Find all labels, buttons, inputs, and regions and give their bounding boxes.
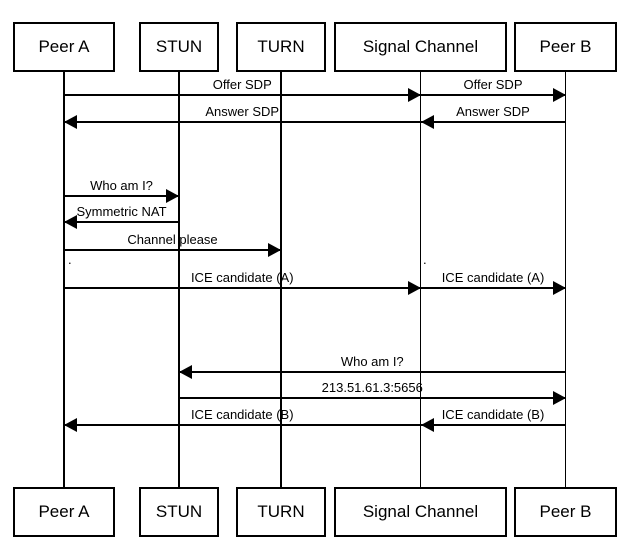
- arrowhead-icon-11: [420, 418, 434, 432]
- actor-label-stun-bottom: STUN: [155, 502, 203, 521]
- message-line-0: [64, 94, 421, 96]
- message-label-8: ICE candidate (A): [441, 270, 545, 285]
- message-line-4: [64, 195, 179, 197]
- actor-label-turn-top: TURN: [257, 37, 305, 56]
- message-line-5: [64, 221, 179, 223]
- lifeline-peer-a: [63, 72, 65, 487]
- message-label-1: Offer SDP: [463, 77, 523, 92]
- message-line-6: [64, 249, 281, 251]
- actor-box-signal-top: Signal Channel: [334, 22, 507, 72]
- message-label-3: Answer SDP: [456, 104, 530, 119]
- actor-label-peer-a-bottom: Peer A: [38, 502, 90, 521]
- arrowhead-icon-2: [64, 115, 77, 129]
- actor-box-stun-bottom: STUN: [139, 487, 219, 537]
- arrowhead-icon-7: [407, 281, 421, 295]
- actor-box-signal-bottom: Signal Channel: [334, 487, 507, 537]
- arrowhead-icon-5: [64, 215, 77, 229]
- actor-box-turn-top: TURN: [236, 22, 326, 72]
- actor-box-peer-a-top: Peer A: [13, 22, 115, 72]
- actor-label-signal-top: Signal Channel: [362, 37, 479, 56]
- message-label-12: ICE candidate (B): [190, 407, 294, 422]
- arrowhead-icon-0: [407, 88, 421, 102]
- actor-box-peer-b-bottom: Peer B: [514, 487, 617, 537]
- message-label-10: 213.51.61.3:5656: [321, 380, 423, 395]
- message-line-2: [64, 121, 421, 123]
- message-line-1: [420, 94, 566, 96]
- actor-label-signal-bottom: Signal Channel: [362, 502, 479, 521]
- lifeline-peer-b: [564, 72, 567, 487]
- arrowhead-icon-6: [268, 243, 281, 257]
- message-label-7: ICE candidate (A): [190, 270, 294, 285]
- message-line-11: [420, 424, 566, 426]
- arrowhead-icon-8: [552, 281, 566, 295]
- message-line-3: [420, 121, 566, 123]
- actor-label-turn-bottom: TURN: [257, 502, 305, 521]
- message-label-9: Who am I?: [340, 354, 404, 369]
- lifeline-turn: [280, 72, 282, 487]
- arrowhead-icon-9: [179, 365, 192, 379]
- arrowhead-icon-12: [64, 418, 77, 432]
- message-line-8: [420, 287, 566, 289]
- actor-box-stun-top: STUN: [139, 22, 219, 72]
- arrowhead-icon-3: [420, 115, 434, 129]
- arrowhead-icon-4: [166, 189, 179, 203]
- message-line-10: [179, 397, 566, 399]
- message-label-11: ICE candidate (B): [441, 407, 545, 422]
- lifeline-stun: [178, 72, 180, 487]
- message-label-5: Symmetric NAT: [76, 204, 167, 219]
- actor-label-peer-a-top: Peer A: [38, 37, 90, 56]
- arrowhead-icon-1: [552, 88, 566, 102]
- actor-label-peer-b-top: Peer B: [539, 37, 592, 56]
- message-line-12: [64, 424, 421, 426]
- message-line-7: [64, 287, 421, 289]
- message-label-4: Who am I?: [90, 178, 153, 193]
- actor-box-peer-b-top: Peer B: [514, 22, 617, 72]
- lifeline-signal: [419, 72, 422, 487]
- actor-box-peer-a-bottom: Peer A: [13, 487, 115, 537]
- message-label-0: Offer SDP: [212, 77, 272, 92]
- actor-label-stun-top: STUN: [155, 37, 203, 56]
- dot-annotation-peer-a: .: [68, 252, 72, 267]
- message-line-9: [179, 371, 566, 373]
- dot-annotation-signal: .: [423, 252, 427, 267]
- actor-box-turn-bottom: TURN: [236, 487, 326, 537]
- message-label-6: Channel please: [127, 232, 218, 247]
- arrowhead-icon-10: [552, 391, 566, 405]
- message-label-2: Answer SDP: [205, 104, 280, 119]
- actor-label-peer-b-bottom: Peer B: [539, 502, 592, 521]
